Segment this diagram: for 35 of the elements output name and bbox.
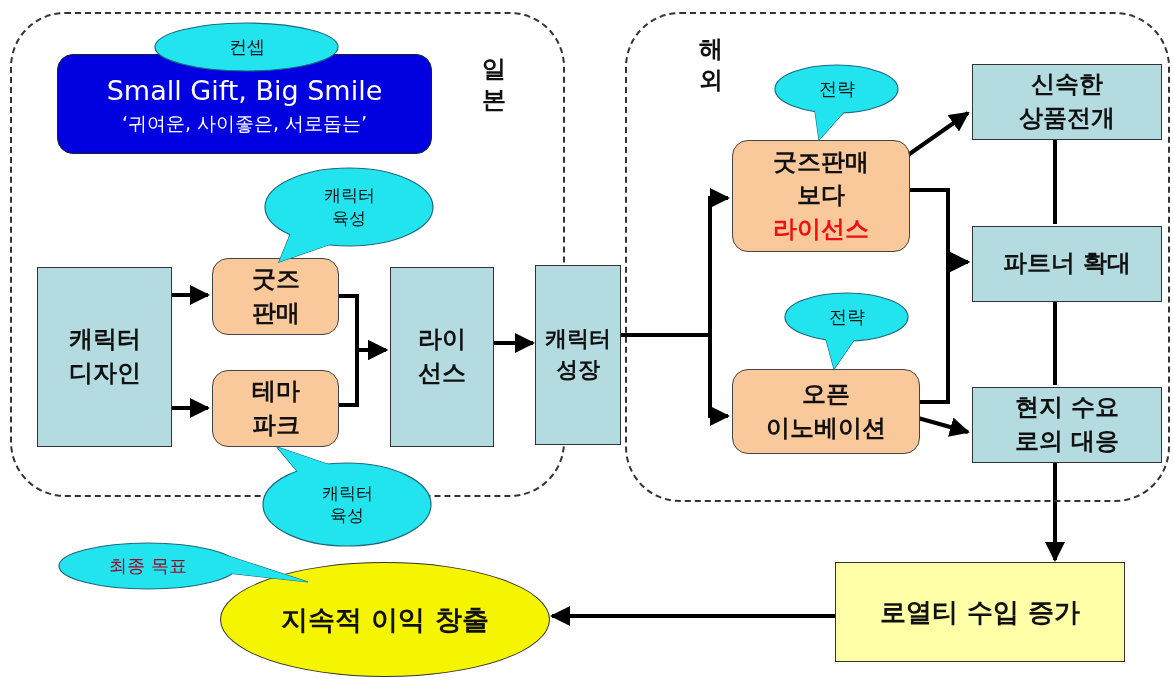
process-box	[732, 140, 910, 252]
arrow	[492, 333, 535, 353]
bubble-label: 전략	[827, 304, 866, 329]
bubble-label: 캐릭터 육성	[322, 184, 376, 230]
highlight-text: 라이선스	[772, 213, 870, 245]
slogan-text: Small Gift, Big Smile	[106, 73, 383, 108]
arrow	[170, 398, 210, 418]
process-box: 테마 파크	[212, 370, 339, 447]
process-box: 라이 선스	[390, 267, 494, 447]
bubble-label: 최종 목표	[108, 553, 188, 578]
region-heading: 일본	[481, 54, 507, 117]
connector-line	[1053, 300, 1057, 385]
process-box: 굿즈 판매	[212, 258, 339, 335]
process-box: 신속한 상품전개	[972, 64, 1162, 140]
process-box: 캐릭터 성장	[535, 265, 621, 445]
region-box	[625, 12, 1170, 502]
region-heading: 해외	[698, 34, 724, 97]
bubble-label: 캐릭터 육성	[320, 481, 374, 528]
bubble-label: 전략	[817, 76, 856, 101]
arrow	[337, 340, 388, 407]
slogan-subtext: ‘귀여운, 사이좋은, 서로돕는’	[121, 110, 368, 136]
concept-box	[57, 54, 432, 154]
arrow	[918, 252, 970, 404]
arrow	[1045, 461, 1065, 562]
arrow	[170, 285, 210, 305]
process-box: 캐릭터 디자인	[37, 267, 172, 447]
goal-ellipse: 지속적 이익 창출	[220, 562, 550, 677]
process-box: 파트너 확대	[972, 226, 1162, 302]
result-box: 로열티 수입 증가	[835, 562, 1125, 662]
bubble-label: 컨셉	[227, 34, 266, 59]
arrow	[550, 606, 835, 626]
process-box: 현지 수요 로의 대응	[972, 387, 1162, 463]
box-text: 굿즈판매 보다	[772, 146, 870, 212]
connector-line	[1053, 138, 1057, 224]
process-box: 오픈 이노베이션	[732, 369, 920, 454]
